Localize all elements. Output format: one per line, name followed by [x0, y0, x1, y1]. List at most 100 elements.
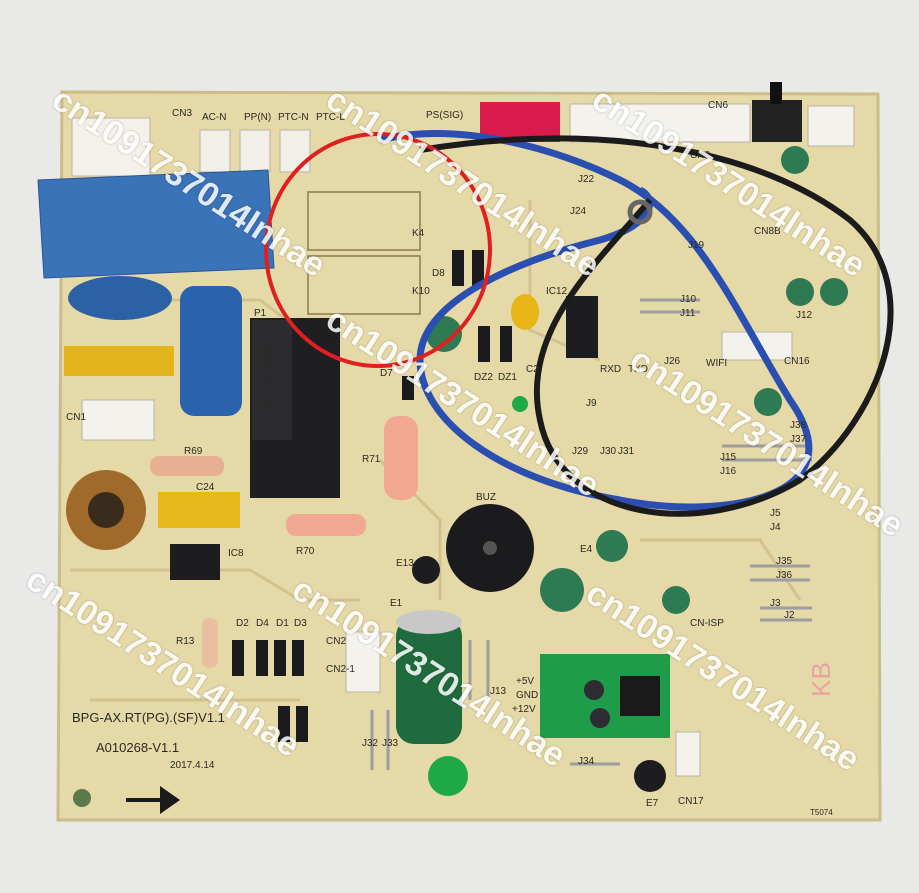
- label-p1: P1: [254, 308, 267, 319]
- kb-stamp: KB: [805, 662, 836, 697]
- pcb-board: [56, 90, 882, 822]
- label-gnd: GND: [516, 690, 539, 701]
- capacitor-green-7: [820, 278, 848, 306]
- label-dz2: DZ2: [474, 372, 493, 383]
- connector-cn3: [71, 117, 151, 177]
- ic12: [566, 296, 598, 358]
- label-j34: J34: [578, 756, 595, 767]
- relay-k10-outline: [307, 255, 421, 315]
- board-corner-code: T5074: [810, 808, 833, 817]
- label-j32: J32: [362, 738, 379, 749]
- label-e13: E13: [396, 558, 414, 569]
- power-module-cap: [584, 680, 604, 700]
- switch: [752, 100, 802, 142]
- label-ic12: IC12: [546, 286, 568, 297]
- label-j22: J22: [578, 174, 595, 185]
- green-dot-small: [512, 396, 528, 412]
- label-d7: D7: [380, 368, 393, 379]
- label-ac-l-com: AC-L(COM): [258, 343, 274, 412]
- ring-terminal: [627, 199, 653, 225]
- label-j38: J38: [790, 420, 807, 431]
- label-j15: J15: [720, 452, 737, 463]
- label-12v: +12V: [512, 704, 536, 715]
- label-ic8: IC8: [228, 548, 244, 559]
- resistor-r70: [286, 514, 366, 536]
- label-d2: D2: [236, 618, 249, 629]
- resistor-r69: [150, 456, 224, 476]
- label-e4: E4: [580, 544, 593, 555]
- connector-cn17: [675, 731, 701, 777]
- label-r69: R69: [184, 446, 203, 457]
- green-dot: [428, 756, 468, 796]
- connector-ac-n: [199, 129, 231, 173]
- label-r71: R71: [362, 454, 381, 465]
- label-j29: J29: [572, 446, 589, 457]
- label-j19: J19: [688, 240, 705, 251]
- buzzer-hole: [483, 541, 497, 555]
- label-cn16: CN16: [784, 356, 810, 367]
- label-j26: J26: [664, 356, 681, 367]
- label-k4: K4: [412, 228, 425, 239]
- label-txd: TXD: [628, 364, 648, 375]
- label-j35: J35: [776, 556, 793, 567]
- capacitor-e1-top: [396, 610, 462, 634]
- arrow-right-icon: [126, 786, 180, 814]
- capacitor-yellow-1: [64, 346, 174, 376]
- label-d3: D3: [294, 618, 307, 629]
- label-j24: J24: [570, 206, 587, 217]
- label-cn-isp: CN-ISP: [690, 618, 724, 629]
- label-j13: J13: [490, 686, 507, 697]
- label-dz1: DZ1: [498, 372, 517, 383]
- label-j5: J5: [770, 508, 781, 519]
- board-date: 2017.4.14: [170, 760, 215, 771]
- label-j12: J12: [796, 310, 813, 321]
- label-ac-n: AC-N: [202, 112, 227, 123]
- label-j2: J2: [784, 610, 795, 621]
- label-j36: J36: [776, 570, 793, 581]
- label-j3: J3: [770, 598, 781, 609]
- connector-cn6: [569, 103, 751, 143]
- label-d4: D4: [256, 618, 269, 629]
- annotation-circle: [264, 132, 492, 368]
- label-j9: J9: [586, 398, 597, 409]
- label-j33: J33: [382, 738, 399, 749]
- label-j11: J11: [680, 308, 696, 319]
- label-ptc-l: PTC-L: [316, 112, 345, 123]
- label-j37: J37: [790, 434, 807, 445]
- label-k10: K10: [412, 286, 430, 297]
- capacitor-e4: [540, 568, 584, 612]
- label-j10: J10: [680, 294, 697, 305]
- toroid-core: [88, 492, 124, 528]
- blue-wire: [379, 130, 813, 511]
- diodes: [232, 250, 512, 742]
- capacitor-green-4: [754, 388, 782, 416]
- x-capacitor: [37, 169, 275, 279]
- label-e7: E7: [646, 798, 659, 809]
- label-ptc-n: PTC-N: [278, 112, 309, 123]
- label-rxd: RXD: [600, 364, 622, 375]
- power-module-cap-2: [590, 708, 610, 728]
- board-part-number: A010268-V1.1: [96, 740, 180, 755]
- black-wire: [419, 135, 894, 517]
- label-cn6: CN6: [708, 100, 729, 111]
- label-j16: J16: [720, 466, 737, 477]
- label-cn3: CN3: [172, 108, 193, 119]
- connector-ptc-n: [279, 129, 311, 173]
- label-e1: E1: [390, 598, 403, 609]
- connector-pp-n: [239, 129, 271, 173]
- label-j31: J31: [618, 446, 635, 457]
- varistor: [68, 276, 172, 320]
- label-cn8: CN8: [690, 150, 711, 161]
- board-model-text: BPG-AX.RT(PG).(SF)V1.1: [72, 710, 225, 725]
- capacitor-e1: [396, 618, 462, 744]
- capacitor-green-5: [781, 146, 809, 174]
- resistor-r13: [202, 618, 218, 668]
- capacitor-yellow-c2: [511, 294, 539, 330]
- label-wifi: WIFI: [706, 358, 728, 369]
- resistor-r71: [384, 416, 418, 500]
- capacitor-green-2: [596, 530, 628, 562]
- connector-cn2: [345, 631, 381, 693]
- label-cn2-1: CN2-1: [326, 664, 355, 675]
- power-module-inductor: [620, 676, 660, 716]
